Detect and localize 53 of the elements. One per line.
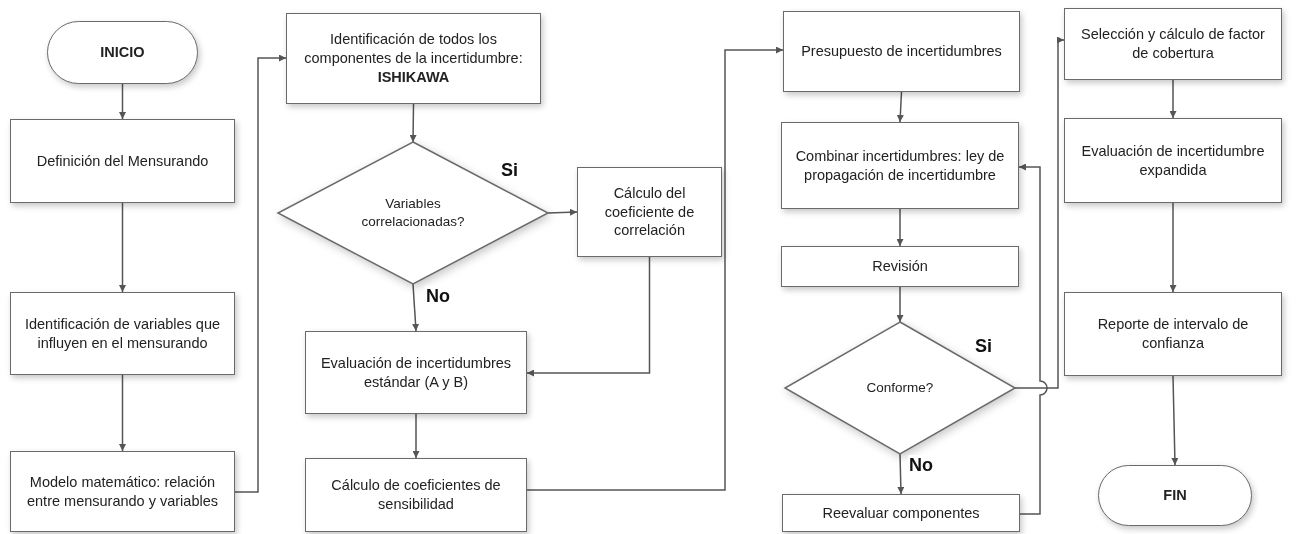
- arrow: [1014, 36, 1065, 389]
- arrow: [1169, 79, 1177, 119]
- arrow: [897, 453, 905, 495]
- process-box: [305, 331, 527, 414]
- process-box: [1064, 118, 1282, 203]
- arrow: [526, 46, 784, 491]
- arrow: [234, 54, 287, 493]
- step-text: Reevaluar componentes: [822, 503, 980, 523]
- step-text: Selección y cálculo de factor de cobertura: [1080, 25, 1266, 63]
- arrow: [896, 286, 904, 323]
- arrow: [119, 202, 126, 293]
- step-text: Definición del Mensurando: [36, 151, 209, 171]
- process-box: [781, 246, 1019, 287]
- arrow: [1171, 375, 1179, 466]
- arrow: [896, 91, 904, 123]
- process-box: [10, 451, 235, 532]
- process-box: [1064, 8, 1282, 80]
- terminal-box: [47, 21, 198, 84]
- step-text: Cálculo del coeficiente de correlación: [603, 183, 696, 241]
- step-text: Reporte de intervalo de confianza: [1096, 315, 1250, 353]
- process-box: [577, 167, 722, 257]
- decision-text: Conforme?: [866, 379, 934, 397]
- step-text: Modelo matemático: relación entre mensurando y variables: [26, 472, 219, 511]
- process-box: [783, 11, 1020, 92]
- arrow: [409, 103, 417, 143]
- arrow: [1169, 202, 1177, 293]
- step-text: INICIO: [100, 43, 145, 62]
- process-box: [1064, 292, 1282, 376]
- process-box: [286, 13, 541, 104]
- arrow: [896, 208, 904, 247]
- step-text: Evaluación de incertidumbre expandida: [1080, 141, 1266, 180]
- decision-text: Variables correlacionadas?: [360, 195, 466, 231]
- step-text: Combinar incertidumbres: ley de propagación de incertidumbre: [794, 146, 1006, 185]
- step-text: FIN: [1163, 486, 1187, 505]
- arrow: [119, 83, 126, 120]
- arrow: [119, 374, 126, 452]
- step-text: Presupuesto de incertidumbres: [801, 42, 1002, 61]
- arrow: [547, 208, 578, 216]
- arrow: [412, 413, 420, 459]
- arrow: [526, 256, 651, 377]
- arrow: [1018, 163, 1048, 515]
- process-box: [781, 122, 1019, 209]
- process-box: [305, 458, 527, 532]
- process-box: [10, 119, 235, 203]
- terminal-box: [1098, 465, 1252, 526]
- step-text: Evaluación de incertidumbres estándar (A y B): [319, 353, 513, 392]
- arrow: [412, 283, 420, 332]
- step-text: Cálculo de coeficientes de sensibilidad: [330, 476, 502, 514]
- process-box: [10, 292, 235, 375]
- step-text: Identificación de todos los componentes de la incertidumbre: ISHIKAWA: [303, 30, 524, 87]
- process-box: [782, 494, 1020, 532]
- step-text: Revisión: [872, 257, 928, 276]
- step-text: Identificación de variables que influyen en el mensurando: [23, 314, 222, 353]
